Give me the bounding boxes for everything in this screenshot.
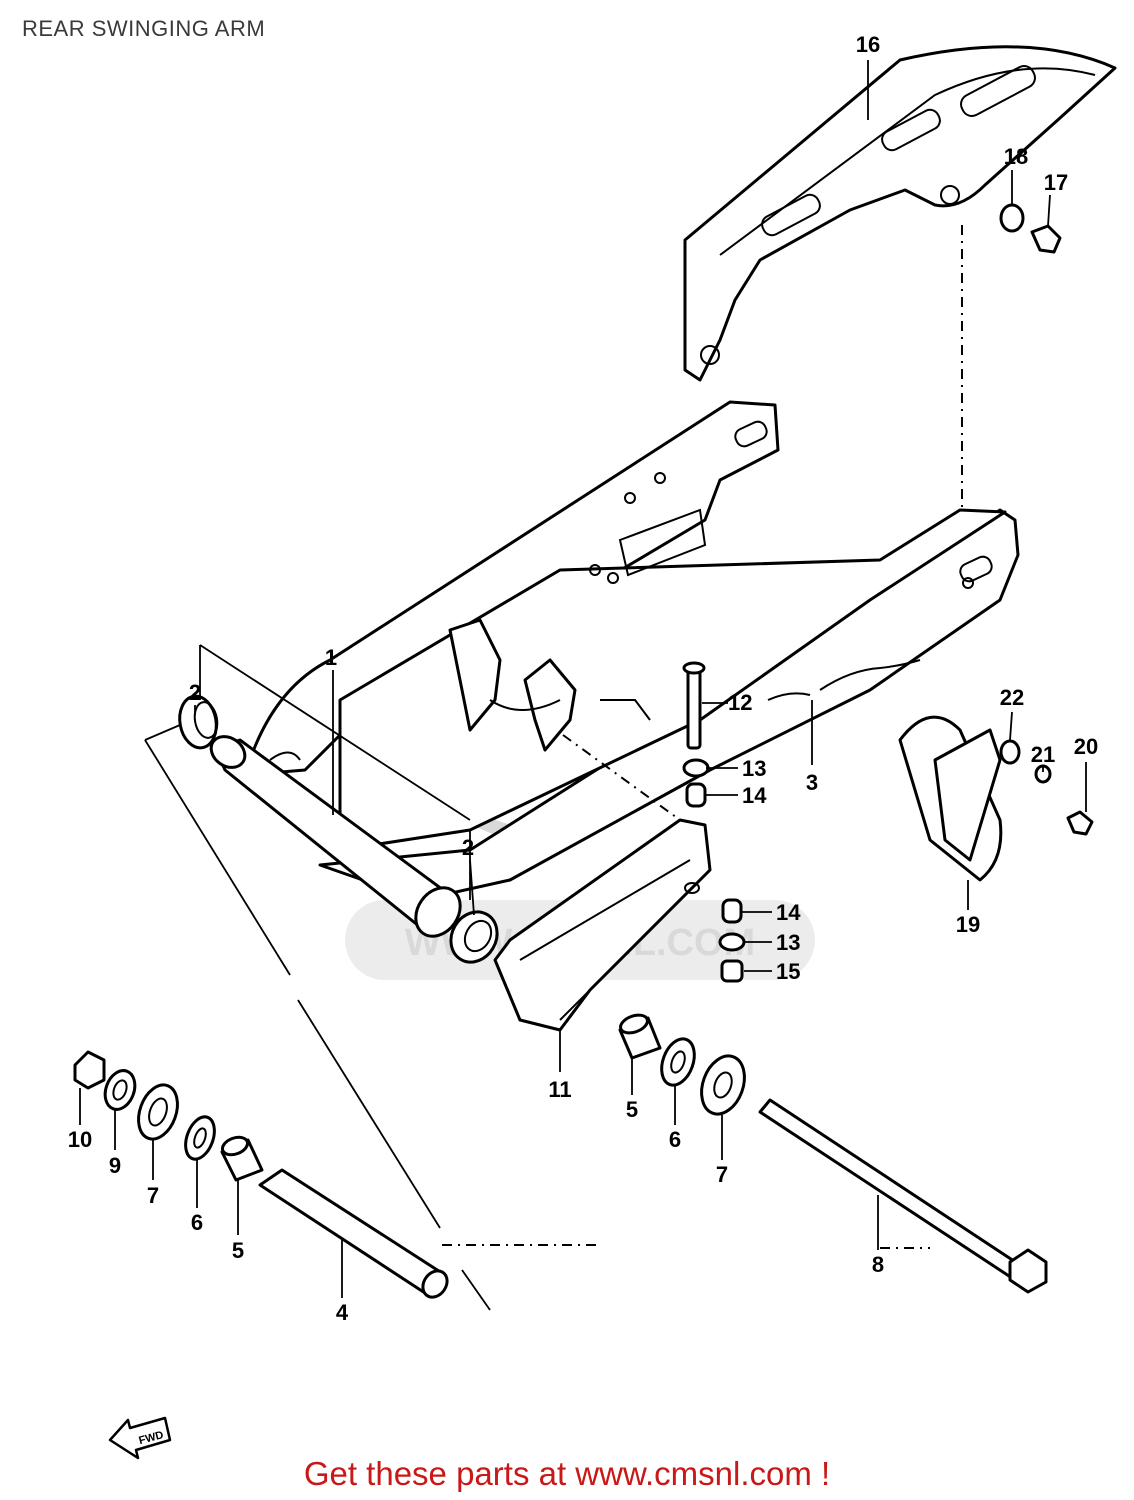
callout-17: 17 bbox=[1044, 170, 1068, 195]
callout-16: 16 bbox=[856, 32, 880, 57]
swing-arm-part[interactable] bbox=[243, 400, 1020, 902]
dust-seal-7-right[interactable] bbox=[694, 1050, 752, 1120]
callout-14-upper: 14 bbox=[742, 783, 767, 808]
callout-2-right: 2 bbox=[462, 835, 474, 860]
washer-18[interactable] bbox=[999, 203, 1025, 233]
bolt-17[interactable] bbox=[1030, 224, 1062, 254]
callout-5-left: 5 bbox=[232, 1238, 244, 1263]
callout-2-left: 2 bbox=[189, 680, 201, 705]
callout-11: 11 bbox=[548, 1077, 571, 1102]
callout-4: 4 bbox=[336, 1300, 349, 1325]
dust-seal-7-left[interactable] bbox=[132, 1080, 185, 1145]
callout-8: 8 bbox=[872, 1252, 884, 1277]
washer-13-upper[interactable] bbox=[682, 758, 710, 778]
callout-6-right: 6 bbox=[669, 1127, 681, 1152]
callout-12: 12 bbox=[728, 690, 752, 715]
diagram-title: REAR SWINGING ARM bbox=[22, 16, 266, 41]
forward-arrow-icon: FWD bbox=[108, 1416, 172, 1460]
bushing-5-right[interactable] bbox=[618, 1012, 662, 1060]
needle-bearing-left[interactable] bbox=[176, 693, 220, 750]
leader-lines bbox=[79, 60, 1087, 1298]
callout-5-right: 5 bbox=[626, 1097, 638, 1122]
spacer-14-upper[interactable] bbox=[685, 782, 707, 808]
callout-1: 1 bbox=[325, 645, 337, 670]
bushing-5-left[interactable] bbox=[220, 1134, 264, 1182]
spacer-4[interactable] bbox=[258, 1168, 452, 1302]
bolt-20[interactable] bbox=[1066, 810, 1094, 836]
washer-6-left[interactable] bbox=[180, 1113, 219, 1163]
callout-22: 22 bbox=[1000, 685, 1024, 710]
callout-7-left: 7 bbox=[147, 1183, 159, 1208]
callout-6-left: 6 bbox=[191, 1210, 203, 1235]
washer-13-lower[interactable] bbox=[718, 932, 746, 952]
nut-15[interactable] bbox=[720, 959, 744, 983]
chain-case-part[interactable] bbox=[683, 45, 1117, 382]
washer-6-right[interactable] bbox=[656, 1034, 701, 1089]
callout-13-upper: 13 bbox=[742, 756, 766, 781]
needle-bearing-right[interactable] bbox=[442, 903, 506, 970]
callout-7-right: 7 bbox=[716, 1162, 728, 1187]
pivot-bolt-8[interactable] bbox=[758, 1098, 1048, 1294]
callout-14-lower: 14 bbox=[776, 900, 801, 925]
guide-lines bbox=[144, 225, 963, 1311]
chain-buffer-part[interactable] bbox=[493, 818, 712, 1032]
callout-10: 10 bbox=[68, 1127, 92, 1152]
spacer-14-lower[interactable] bbox=[721, 898, 743, 924]
callout-13-lower: 13 bbox=[776, 930, 800, 955]
callout-21: 21 bbox=[1031, 742, 1055, 767]
bolt-12[interactable] bbox=[682, 661, 706, 750]
callout-3: 3 bbox=[806, 770, 818, 795]
callout-19: 19 bbox=[956, 912, 980, 937]
washer-9[interactable] bbox=[100, 1066, 140, 1113]
washer-22[interactable] bbox=[999, 739, 1021, 765]
footer-cta-text[interactable]: Get these parts at www.cmsnl.com ! bbox=[303, 1455, 831, 1492]
callout-labels: 16 18 17 1 2 2 12 3 13 14 14 13 15 22 21… bbox=[68, 32, 1098, 1325]
sprocket-cover-part[interactable] bbox=[898, 715, 1003, 882]
callout-18: 18 bbox=[1004, 144, 1028, 169]
callout-20: 20 bbox=[1074, 734, 1098, 759]
nut-10[interactable] bbox=[73, 1050, 106, 1090]
callout-9: 9 bbox=[109, 1153, 121, 1178]
callout-15: 15 bbox=[776, 959, 800, 984]
